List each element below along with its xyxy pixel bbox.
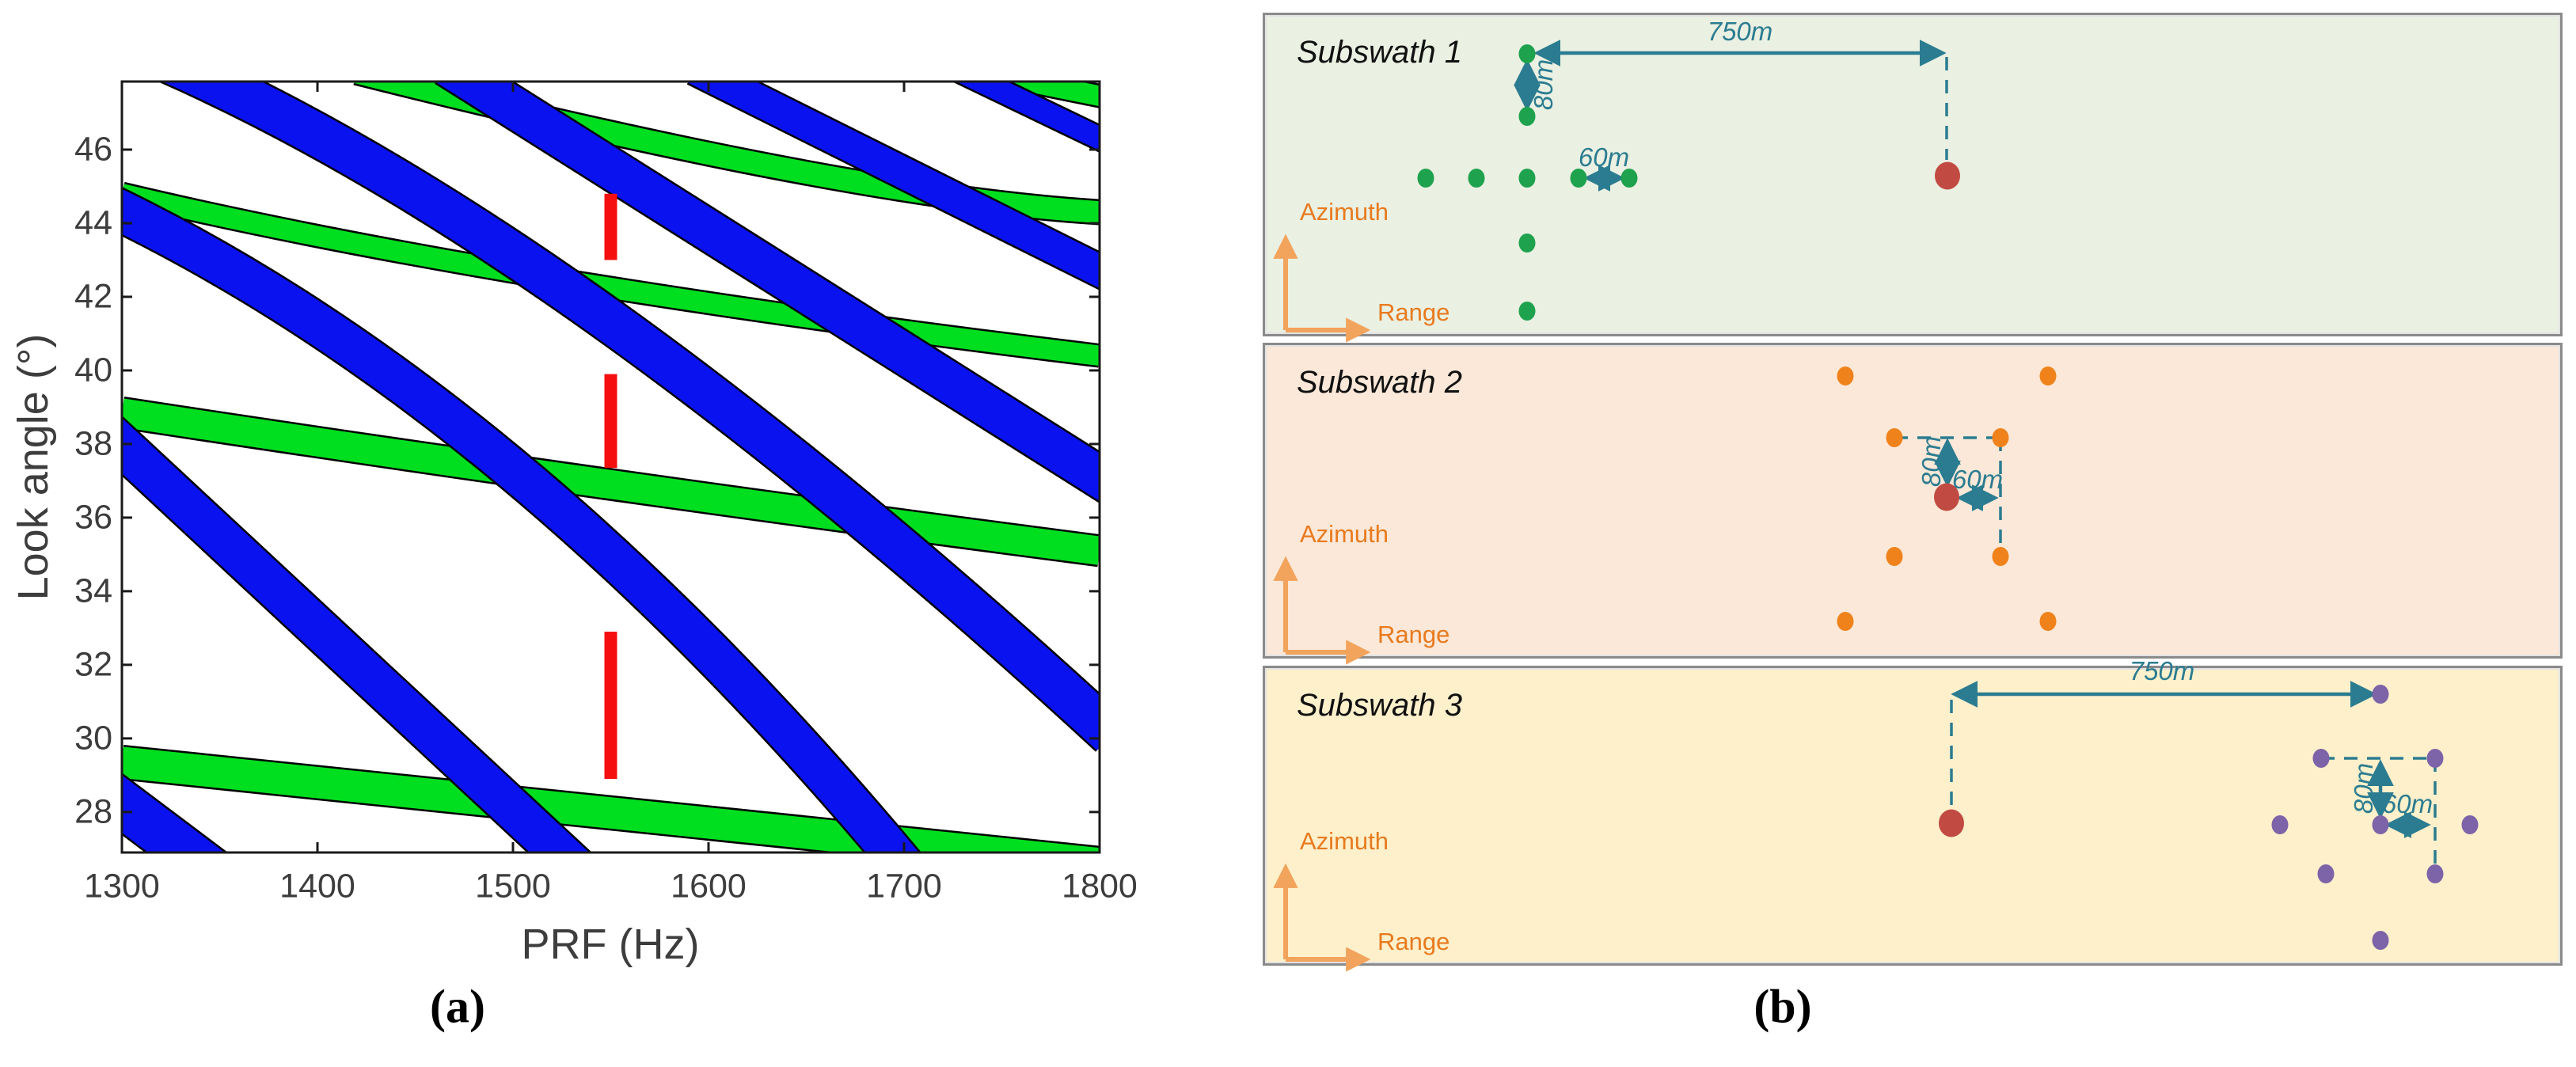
target-dot [2312, 749, 2330, 768]
y-tick-label: 40 [74, 351, 112, 389]
blue-band [122, 188, 919, 852]
dimension-label: 80m [2349, 762, 2378, 814]
target-dot [1620, 169, 1638, 188]
target-dot [2372, 931, 2389, 950]
dimension-label: 80m [1529, 59, 1558, 111]
range-label: Range [1377, 928, 1450, 955]
green-band [122, 398, 1100, 565]
green-band [122, 746, 1100, 852]
x-tick-label: 1400 [279, 867, 355, 906]
target-dot [1518, 234, 1536, 253]
red-marker [604, 374, 617, 469]
target-dot [2461, 815, 2479, 834]
target-dot [1837, 612, 1854, 631]
dimension-label: 60m [1951, 465, 2004, 494]
blue-band [161, 82, 1100, 750]
target-dot [1886, 428, 1903, 447]
x-tick-label: 1700 [866, 867, 942, 906]
dimension-label: 60m [1578, 142, 1630, 172]
target-dot [1518, 302, 1536, 321]
y-tick-label: 44 [74, 203, 112, 242]
y-tick-label: 32 [74, 645, 112, 684]
y-tick-label: 36 [74, 498, 112, 537]
y-tick-label: 28 [74, 792, 112, 831]
reference-dot [1935, 161, 1960, 190]
dimension-label: 80m [1917, 435, 1946, 488]
target-dot [2426, 864, 2444, 883]
range-label: Range [1377, 298, 1450, 326]
blue-band [687, 82, 1100, 289]
subswath-panel-3 [1263, 666, 2563, 966]
subswath-title: Subswath 3 [1297, 688, 1463, 723]
dimension-label: 750m [1707, 17, 1773, 46]
azimuth-label: Azimuth [1300, 198, 1389, 226]
target-dot [2372, 815, 2389, 834]
range-label: Range [1377, 621, 1450, 648]
x-tick-label: 1500 [475, 867, 551, 906]
target-dot [1992, 547, 2009, 566]
y-tick-label: 42 [74, 277, 112, 316]
y-tick-label: 34 [74, 571, 112, 610]
target-dot [2426, 749, 2444, 768]
target-dot [2039, 612, 2057, 631]
y-tick-label: 46 [74, 130, 112, 169]
target-dot [1468, 169, 1485, 188]
blue-band [122, 418, 590, 852]
y-tick-label: 30 [74, 719, 112, 758]
x-tick-label: 1600 [671, 867, 747, 906]
target-dot [2372, 685, 2389, 704]
y-tick-label: 38 [74, 424, 112, 463]
reference-dot [1939, 809, 1964, 837]
target-dot [1992, 428, 2009, 447]
target-dot [1518, 107, 1536, 126]
azimuth-label: Azimuth [1300, 827, 1389, 855]
target-dot [1518, 44, 1536, 63]
x-tick-label: 1300 [84, 867, 160, 906]
blue-band [122, 775, 225, 852]
red-marker [604, 632, 617, 780]
dimension-label: 750m [2129, 656, 2195, 685]
caption-a: (a) [430, 980, 485, 1033]
target-dot [1570, 169, 1587, 188]
target-dot [2039, 366, 2057, 385]
reference-dot [1934, 483, 1959, 511]
blue-band [435, 82, 1100, 501]
subswath-title: Subswath 1 [1297, 35, 1463, 70]
azimuth-label: Azimuth [1300, 520, 1389, 548]
subswath-title: Subswath 2 [1297, 365, 1463, 400]
axis-box [120, 80, 1101, 854]
target-dot [1886, 547, 1903, 566]
target-dot [1417, 169, 1434, 188]
x-axis-label: PRF (Hz) [521, 921, 700, 968]
target-dot [2271, 815, 2289, 834]
caption-b: (b) [1753, 980, 1812, 1033]
target-dot [1837, 366, 1854, 385]
dimension-label: 60m [2381, 789, 2434, 818]
green-band [980, 82, 1100, 107]
target-dot [2317, 864, 2335, 883]
target-dot [1518, 169, 1536, 188]
red-marker [604, 193, 617, 260]
x-tick-label: 1800 [1062, 867, 1138, 906]
subswath-panel-2 [1263, 343, 2563, 659]
